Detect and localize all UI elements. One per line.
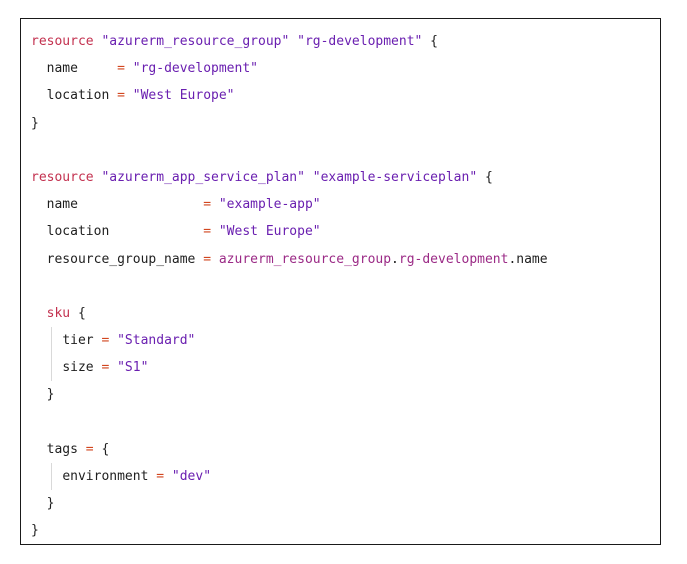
code-line: location = "West Europe" [31,218,548,245]
code-token: = [101,333,110,349]
code-line: tags = { [31,436,548,463]
code-token: name [46,197,78,213]
code-line: resource "azurerm_app_service_plan" "exa… [31,164,548,191]
code-token: = [203,224,212,240]
code-token: { [422,34,439,49]
code-token [109,333,117,348]
code-token: { [70,305,86,321]
code-token: resource_group_name [46,251,196,267]
code-token: resource [31,169,94,185]
code-token [125,88,133,103]
code-token [109,360,117,375]
code-token: environment [62,469,149,484]
code-token: "S1" [117,360,149,376]
code-token: "rg-development" [132,61,258,77]
indent [31,469,62,484]
code-token: } [46,496,55,512]
code-content: resource "azurerm_resource_group" "rg-de… [31,28,548,545]
indent-guide [51,327,52,355]
code-token: = [203,251,212,267]
code-line: } [31,517,548,544]
code-token: .name [508,251,548,267]
code-line: } [31,381,548,408]
code-token: = [85,441,94,457]
code-token [78,442,86,457]
code-token [305,170,313,185]
code-token: "example-serviceplan" [312,169,478,185]
code-line: } [31,110,548,137]
code-token [109,88,117,103]
code-token [211,252,219,267]
code-token [211,224,219,239]
code-token: { [93,441,110,457]
code-line: resource_group_name = azurerm_resource_g… [31,246,548,273]
code-token: "West Europe" [132,88,235,104]
code-token: name [46,61,78,77]
code-line: tier = "Standard" [31,327,548,355]
code-token: size [62,360,94,376]
code-line: name = "example-app" [31,191,548,218]
indent [31,333,62,348]
code-line [31,137,548,164]
code-token: azurerm_resource_group [218,251,392,267]
code-token: "azurerm_resource_group" [101,34,290,49]
code-token: tags [46,441,78,457]
code-token: tier [62,333,94,349]
code-line: size = "S1" [31,354,548,382]
code-token [78,61,117,76]
code-token: "example-app" [218,197,321,213]
code-line: } [31,490,548,517]
code-token: { [477,169,493,185]
indent-guide [51,354,52,382]
code-line: location = "West Europe" [31,82,548,109]
code-token: resource [31,34,94,49]
indent [31,442,47,457]
code-token: = [156,469,165,484]
indent [31,496,47,511]
code-line: environment = "dev" [31,463,548,491]
indent [31,61,47,76]
indent [31,88,47,103]
code-token: } [31,115,39,131]
code-token [109,224,203,239]
code-token: "azurerm_app_service_plan" [101,169,305,185]
indent [31,360,62,375]
code-token: sku [46,305,71,321]
code-line: resource "azurerm_resource_group" "rg-de… [31,28,548,55]
code-token: . [391,251,399,267]
code-token: = [117,61,125,77]
code-token: = [101,360,110,376]
code-token [164,469,172,484]
code-token: } [46,387,55,403]
code-token: "rg-development" [297,34,423,49]
code-token [78,197,203,212]
indent-guide [51,463,52,491]
code-block: resource "azurerm_resource_group" "rg-de… [20,18,661,545]
code-token: rg-development [398,251,509,267]
code-token: = [203,197,212,213]
code-token [125,61,133,76]
indent [31,306,47,321]
code-token [289,34,297,49]
code-token: "Standard" [117,333,196,349]
code-token: = [117,88,125,104]
code-token: location [46,224,110,240]
code-line: sku { [31,300,548,327]
code-line [31,273,548,300]
code-token [211,197,219,212]
indent [31,387,47,402]
code-token: "West Europe" [218,224,321,240]
indent [31,224,47,239]
code-token: location [46,88,110,104]
indent [31,252,47,267]
code-line: name = "rg-development" [31,55,548,82]
code-token: "dev" [171,469,212,484]
indent [31,197,47,212]
code-line [31,409,548,436]
code-token: } [31,523,39,539]
